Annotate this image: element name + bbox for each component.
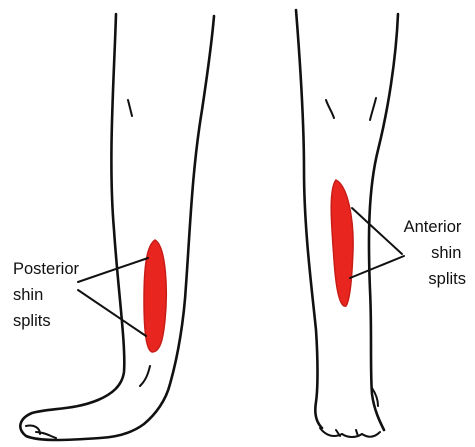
posterior-label: Posterior shin splits [13,260,84,330]
anterior-shin-highlight [331,180,353,306]
posterior-shin-highlight [144,240,166,352]
left-leg-outline [20,14,214,440]
posterior-pointer-lines [78,258,148,336]
anterior-pointer-lines [350,208,404,278]
anterior-label: Anterior shin splits [404,218,466,288]
